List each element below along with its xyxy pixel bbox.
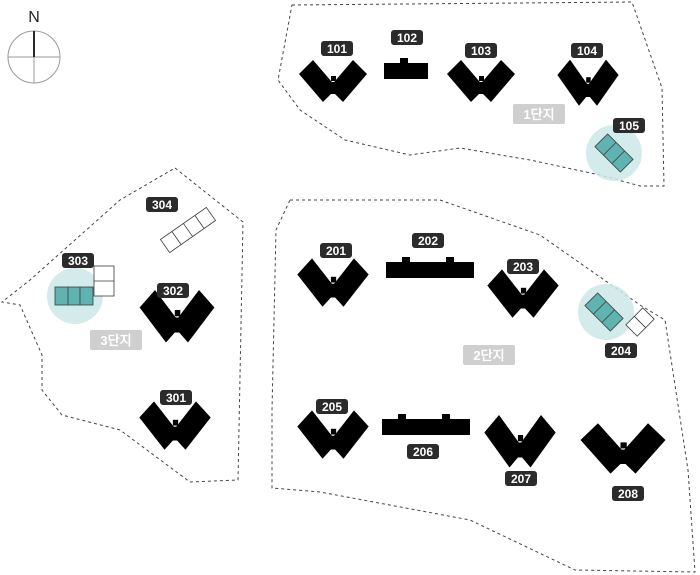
building-103-shape[interactable] — [447, 60, 515, 102]
building-label-201[interactable]: 201 — [320, 243, 352, 258]
svg-text:3단지: 3단지 — [100, 333, 131, 348]
svg-text:202: 202 — [418, 234, 438, 248]
svg-text:2단지: 2단지 — [473, 348, 504, 363]
zone-3-boundary — [0, 167, 244, 483]
building-label-202[interactable]: 202 — [412, 233, 444, 248]
svg-text:301: 301 — [166, 391, 186, 405]
svg-text:101: 101 — [327, 42, 347, 56]
building-101-shape[interactable] — [299, 60, 367, 102]
building-label-105[interactable]: 105 — [613, 118, 645, 133]
zone-2-boundary — [271, 199, 696, 573]
svg-text:201: 201 — [326, 244, 346, 258]
building-201-shape[interactable] — [297, 258, 369, 307]
svg-text:303: 303 — [68, 254, 88, 268]
zone-label-2: 2단지 — [463, 345, 515, 365]
building-206-shape[interactable] — [382, 414, 470, 435]
building-label-303[interactable]: 303 — [62, 253, 94, 268]
building-label-302[interactable]: 302 — [157, 283, 189, 298]
building-304-shape[interactable] — [159, 206, 217, 254]
building-label-104[interactable]: 104 — [571, 43, 603, 58]
building-label-203[interactable]: 203 — [507, 259, 539, 274]
svg-text:104: 104 — [577, 44, 597, 58]
svg-text:105: 105 — [619, 119, 639, 133]
building-label-205[interactable]: 205 — [316, 399, 348, 414]
svg-text:204: 204 — [611, 344, 631, 358]
building-208-shape[interactable] — [580, 423, 666, 474]
svg-text:102: 102 — [397, 31, 417, 45]
svg-text:206: 206 — [413, 445, 433, 459]
building-202-shape[interactable] — [386, 257, 474, 278]
svg-text:103: 103 — [471, 44, 491, 58]
zone-label-3: 3단지 — [90, 330, 142, 350]
building-label-304[interactable]: 304 — [146, 197, 178, 212]
building-label-102[interactable]: 102 — [391, 30, 423, 45]
building-label-301[interactable]: 301 — [160, 390, 192, 405]
building-105-shape[interactable] — [594, 133, 634, 173]
building-205-shape[interactable] — [297, 410, 369, 459]
svg-text:207: 207 — [511, 472, 531, 486]
zone-label-1: 1단지 — [513, 104, 565, 124]
svg-text:302: 302 — [163, 284, 183, 298]
building-104-shape[interactable] — [557, 59, 619, 106]
building-303-shape[interactable] — [54, 265, 115, 306]
building-207-shape[interactable] — [484, 415, 556, 468]
building-label-103[interactable]: 103 — [465, 43, 497, 58]
building-204-shape[interactable] — [584, 292, 655, 337]
building-label-101[interactable]: 101 — [321, 41, 353, 56]
building-102-shape[interactable] — [384, 58, 428, 79]
svg-text:304: 304 — [152, 198, 172, 212]
svg-text:208: 208 — [618, 487, 638, 501]
zone-1-boundary — [277, 1, 665, 187]
building-label-206[interactable]: 206 — [407, 444, 439, 459]
building-label-208[interactable]: 208 — [612, 486, 644, 501]
building-301-shape[interactable] — [139, 401, 211, 450]
north-label: N — [28, 9, 40, 26]
svg-text:203: 203 — [513, 260, 533, 274]
building-label-204[interactable]: 204 — [605, 343, 637, 358]
compass-icon: N — [7, 9, 61, 84]
building-label-207[interactable]: 207 — [505, 471, 537, 486]
svg-text:205: 205 — [322, 400, 342, 414]
svg-text:1단지: 1단지 — [523, 107, 554, 122]
building-203-shape[interactable] — [487, 269, 559, 318]
